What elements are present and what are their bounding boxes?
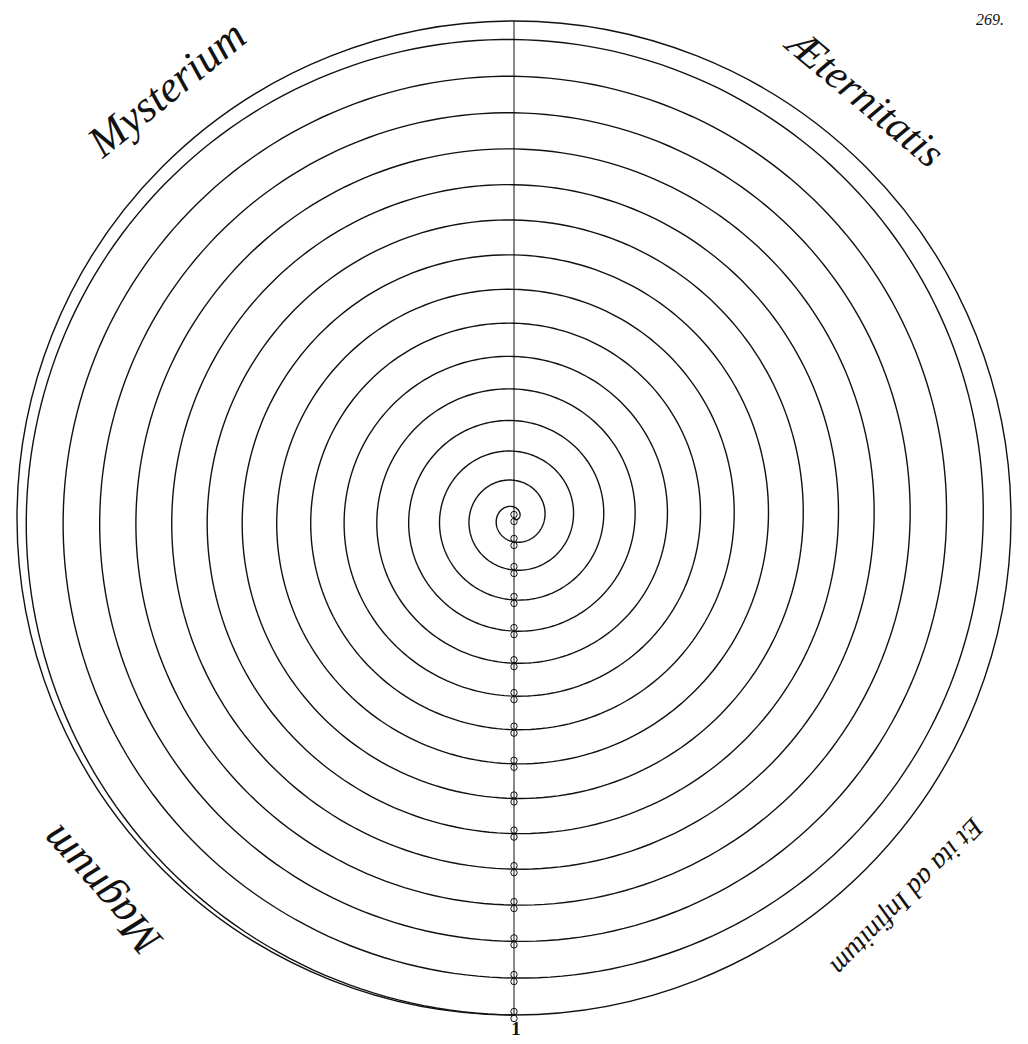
loop-upper: [511, 689, 517, 695]
loop-upper: [511, 898, 517, 904]
loop-lower: [511, 799, 517, 805]
loop-upper: [511, 593, 517, 599]
page-number: 269.: [976, 12, 1004, 28]
loop-mark: [511, 971, 517, 984]
loop-mark: [511, 935, 517, 948]
loop-lower: [511, 542, 517, 548]
loop-mark: [511, 757, 517, 770]
loop-upper: [511, 723, 517, 729]
loop-lower: [511, 905, 517, 911]
inscription: Æternitatis: [780, 21, 952, 175]
loop-lower: [511, 570, 517, 576]
loop-lower: [511, 834, 517, 840]
inscription: Magnum: [32, 817, 169, 963]
loop-upper: [511, 971, 517, 977]
loop-mark: [511, 563, 517, 576]
loop-mark: [511, 862, 517, 875]
loop-lower: [511, 518, 517, 524]
loop-mark: [511, 511, 517, 524]
loop-upper: [511, 862, 517, 868]
loop-upper: [511, 792, 517, 798]
loop-lower: [511, 764, 517, 770]
loop-lower: [511, 631, 517, 637]
outer-circle: [17, 21, 1011, 1015]
loop-lower: [511, 730, 517, 736]
loop-lower: [511, 978, 517, 984]
loop-mark: [511, 898, 517, 911]
loop-mark: [511, 689, 517, 702]
loop-upper: [511, 563, 517, 569]
page-number: 1: [511, 1019, 521, 1038]
loop-lower: [511, 600, 517, 606]
loop-upper: [511, 1008, 517, 1014]
loop-lower: [511, 696, 517, 702]
inscription: Mysterium: [80, 13, 254, 166]
loop-upper: [511, 935, 517, 941]
loop-lower: [511, 664, 517, 670]
loop-mark: [511, 827, 517, 840]
loop-upper: [511, 827, 517, 833]
loop-upper: [511, 757, 517, 763]
loop-mark: [511, 593, 517, 606]
loop-upper: [511, 657, 517, 663]
inscription: Et ita ad Infinitum: [825, 813, 988, 981]
loop-lower: [511, 869, 517, 875]
loop-upper: [511, 511, 517, 517]
loop-upper: [511, 535, 517, 541]
loop-mark: [511, 792, 517, 805]
loop-mark: [511, 624, 517, 637]
spiral-line: [26, 40, 983, 1015]
loop-marks: [511, 511, 517, 1021]
loop-upper: [511, 624, 517, 630]
loop-lower: [511, 942, 517, 948]
loop-mark: [511, 723, 517, 736]
loop-mark: [511, 657, 517, 670]
loop-mark: [511, 535, 517, 548]
